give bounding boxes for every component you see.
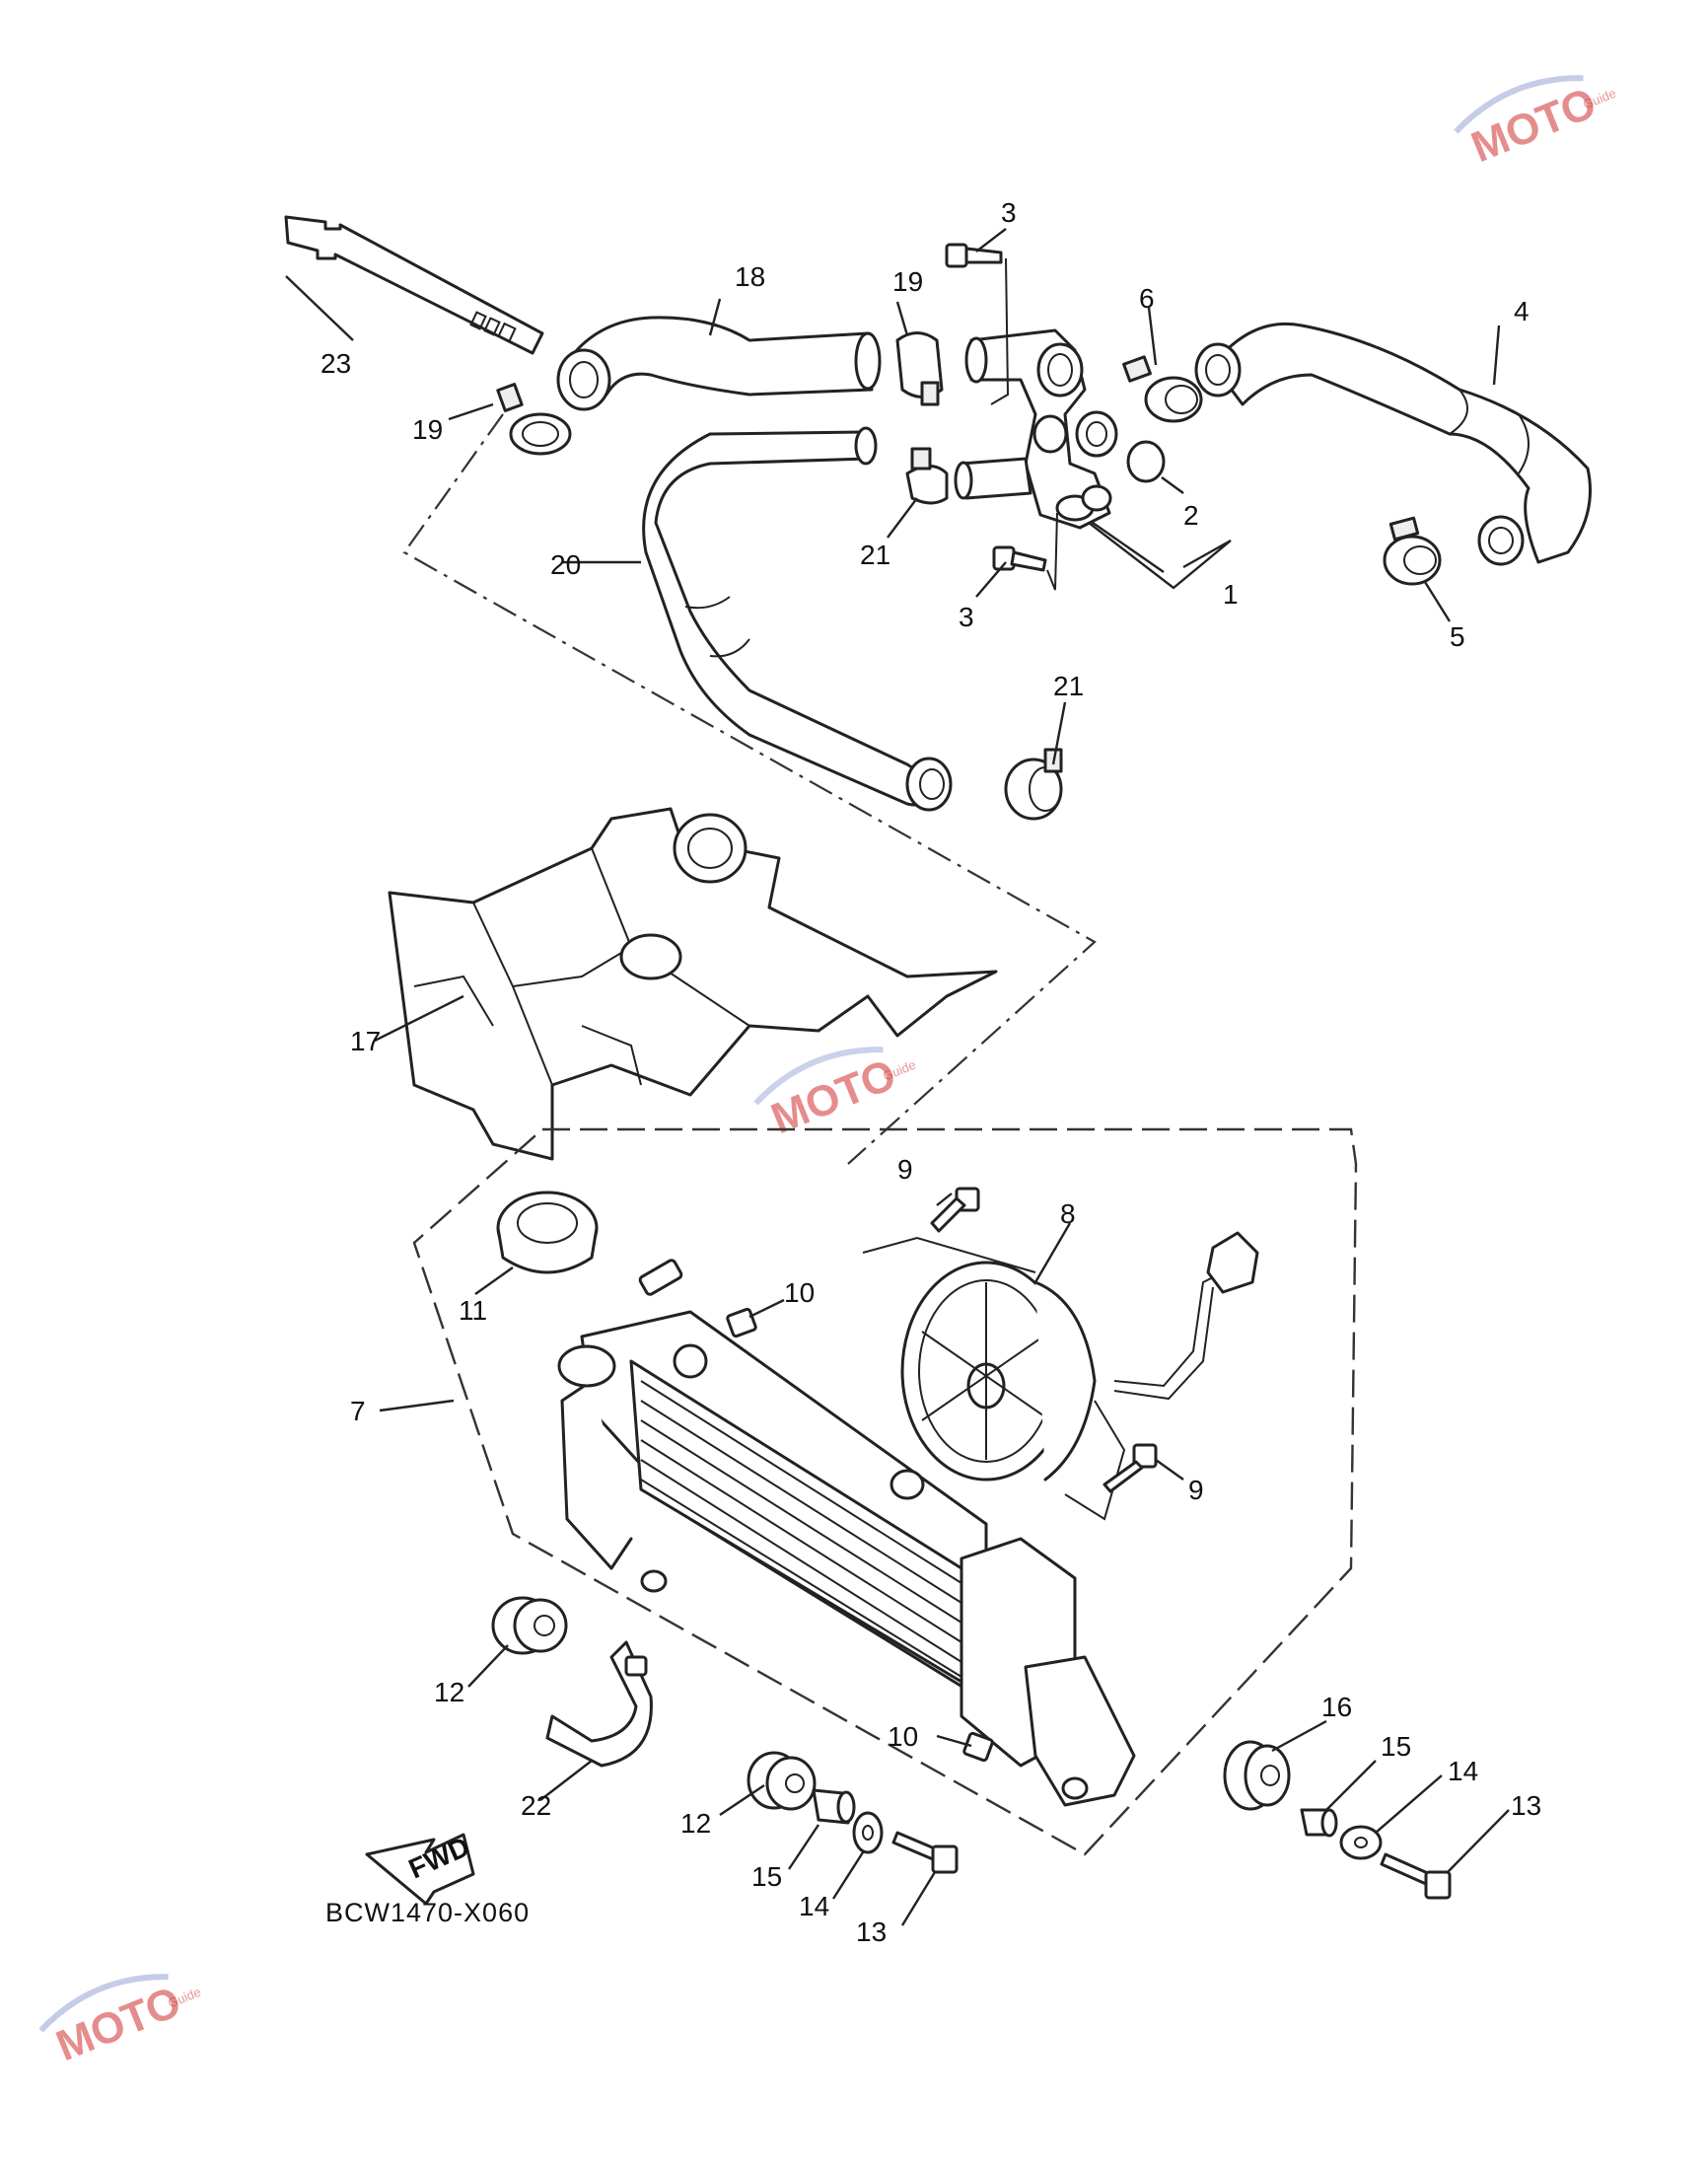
part-15-collar-right <box>1300 1808 1338 1838</box>
callout-6: 6 <box>1139 283 1155 314</box>
part-21-clamp-lower <box>1004 748 1063 821</box>
part-22-bracket <box>545 1640 653 1768</box>
callout-15-right: 15 <box>1381 1731 1411 1762</box>
part-12-grommet-bottom <box>747 1751 817 1811</box>
part-7-group-boundary <box>412 1127 1358 1856</box>
part-19-clamp-left <box>496 383 572 456</box>
callout-19-left: 19 <box>412 414 443 445</box>
radiator-core <box>557 1259 1136 1807</box>
part-23-plate <box>284 215 544 355</box>
watermark-logo-top-right: MOTO Guide <box>1454 75 1618 173</box>
callout-15-bottom: 15 <box>751 1861 782 1892</box>
diagram-code: BCW1470-X060 <box>325 1898 530 1927</box>
part-17-cover <box>388 807 998 1161</box>
part-3-bolt-bottom <box>992 512 1058 591</box>
callout-22: 22 <box>521 1790 551 1821</box>
part-5-clamp <box>1383 516 1442 586</box>
callout-13-right: 13 <box>1511 1790 1541 1821</box>
part-16-grommet <box>1223 1740 1291 1811</box>
part-12-grommet-left <box>491 1596 568 1655</box>
part-3-bolt-top <box>945 243 1010 405</box>
callout-9-lower: 9 <box>1188 1475 1204 1505</box>
part-21-clamp-upper <box>905 447 949 505</box>
watermark-logo-bottom-left: MOTO Guide <box>38 1974 203 2071</box>
part-11-radiator-cap <box>496 1191 599 1274</box>
callout-21-upper: 21 <box>860 540 890 570</box>
callout-12-left: 12 <box>434 1677 464 1707</box>
callout-12-bottom: 12 <box>680 1808 711 1839</box>
callout-14-bottom: 14 <box>799 1891 829 1921</box>
svg-text:MOTO: MOTO <box>1464 79 1602 173</box>
part-2-o-ring <box>1126 440 1166 483</box>
callout-10-upper: 10 <box>784 1277 815 1308</box>
part-6-clamp <box>1122 355 1203 423</box>
svg-text:MOTO: MOTO <box>49 1978 187 2071</box>
callout-3-top: 3 <box>1001 197 1017 228</box>
part-4-hose <box>1194 322 1592 566</box>
group-line-hose-20 <box>402 413 1097 1165</box>
callout-5: 5 <box>1450 621 1465 652</box>
leader-lines <box>285 228 1510 1926</box>
part-9-bolt-lower <box>1103 1443 1158 1493</box>
callout-17: 17 <box>350 1026 381 1056</box>
callout-19-right: 19 <box>892 266 923 297</box>
callout-7: 7 <box>350 1396 366 1426</box>
callout-11: 11 <box>459 1295 487 1326</box>
callout-23: 23 <box>320 348 351 379</box>
callout-8: 8 <box>1060 1198 1076 1229</box>
callout-2: 2 <box>1183 500 1199 531</box>
part-9-bolt-upper <box>930 1187 980 1233</box>
callout-14-right: 14 <box>1448 1756 1478 1786</box>
part-20-hose <box>642 426 953 812</box>
callout-18: 18 <box>735 261 765 292</box>
part-1-thermostat-housing <box>954 328 1118 530</box>
part-8-fan-assembly <box>862 1231 1259 1521</box>
part-13-bolt-bottom <box>891 1831 959 1874</box>
callout-16: 16 <box>1321 1692 1352 1722</box>
callout-labels: 3 18 19 6 4 23 19 2 20 21 1 3 5 21 17 9 … <box>320 197 1541 1947</box>
callout-10-lower: 10 <box>888 1721 918 1752</box>
fwd-arrow-icon: FWD <box>365 1831 475 1906</box>
part-18-hose <box>556 316 882 411</box>
part-10-nut-lower <box>962 1731 994 1763</box>
part-15-collar-bottom <box>812 1788 856 1825</box>
part-10-nut-upper <box>726 1307 757 1338</box>
callout-21-lower: 21 <box>1053 671 1084 701</box>
callout-20: 20 <box>550 549 581 580</box>
part-14-washer-bottom <box>852 1811 884 1854</box>
part-19-clamp-right <box>895 331 944 406</box>
callout-9-upper: 9 <box>897 1154 913 1185</box>
callout-13-bottom: 13 <box>856 1917 887 1947</box>
callout-1: 1 <box>1223 579 1239 610</box>
callout-3-bottom: 3 <box>959 602 974 632</box>
part-14-washer-right <box>1339 1825 1383 1860</box>
callout-4: 4 <box>1514 296 1530 326</box>
part-13-bolt-right <box>1380 1852 1452 1900</box>
